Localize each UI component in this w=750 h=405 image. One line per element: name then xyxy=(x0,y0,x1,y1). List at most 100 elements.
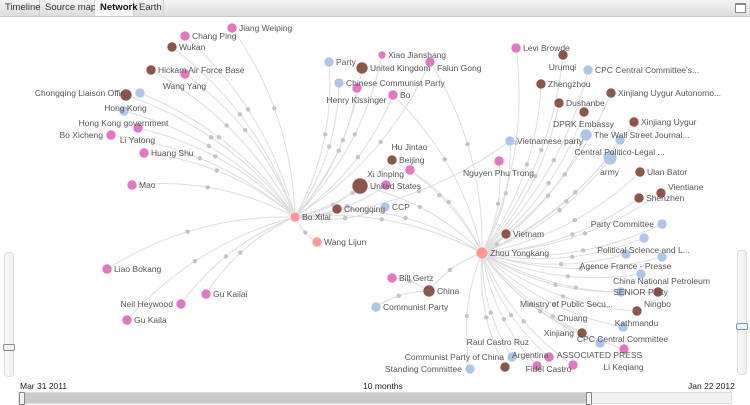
person-node-dot[interactable] xyxy=(618,343,630,355)
person-node-dot[interactable] xyxy=(510,42,522,54)
zoom-slider-thumb[interactable] xyxy=(3,344,15,351)
person-node-dot[interactable] xyxy=(101,263,113,275)
timeline-start-handle[interactable] xyxy=(19,392,25,405)
person-node-dot[interactable] xyxy=(424,56,436,68)
person-node-dot[interactable] xyxy=(543,351,555,363)
person-node-dot[interactable] xyxy=(179,68,191,80)
person-node-dot[interactable] xyxy=(175,298,187,310)
place-node-dot[interactable] xyxy=(553,97,565,109)
vertical-scroll-thumb[interactable] xyxy=(736,323,748,330)
place-node-dot[interactable] xyxy=(355,61,369,75)
place-node-dot[interactable] xyxy=(386,154,398,166)
place-node-dot[interactable] xyxy=(633,192,645,204)
person-node-dot[interactable] xyxy=(132,122,144,134)
organization-node-dot[interactable] xyxy=(594,337,606,349)
place-node-dot[interactable] xyxy=(631,305,643,317)
place-node-dot[interactable] xyxy=(576,327,588,339)
organization-node-dot[interactable] xyxy=(504,135,516,147)
person-node-dot[interactable] xyxy=(121,314,133,326)
place-node-dot[interactable] xyxy=(145,64,157,76)
timeline-end-handle[interactable] xyxy=(585,392,592,405)
place-node-dot[interactable] xyxy=(557,49,569,61)
tab-network[interactable]: Network xyxy=(95,0,137,16)
network-edge xyxy=(481,252,538,367)
organization-node-dot[interactable] xyxy=(134,87,146,99)
edge-junction-dot xyxy=(558,262,564,267)
organization-node-dot[interactable] xyxy=(620,248,632,260)
node-label: Chongqing xyxy=(344,204,385,214)
focus_person-node-dot[interactable] xyxy=(475,246,489,260)
person-node-dot[interactable] xyxy=(377,50,387,60)
organization-node-dot[interactable] xyxy=(638,232,650,244)
focus_person-node-dot[interactable] xyxy=(311,236,323,248)
place-node-dot[interactable] xyxy=(578,106,590,118)
edge-junction-dot xyxy=(437,192,442,198)
maximize-icon[interactable] xyxy=(735,3,746,13)
edge-junction-dot xyxy=(495,201,501,206)
network-edge xyxy=(481,83,542,254)
place-node-dot[interactable] xyxy=(634,166,646,178)
place-node-dot[interactable] xyxy=(655,187,667,199)
organization-node-dot[interactable] xyxy=(323,56,335,68)
person-node-dot[interactable] xyxy=(138,147,150,159)
edge-junction-dot xyxy=(447,267,453,273)
node-label: Falun Gong xyxy=(437,63,482,73)
person-node-dot[interactable] xyxy=(380,179,392,191)
vertical-scroll-slider[interactable] xyxy=(736,250,748,375)
node-label: China xyxy=(437,286,459,296)
organization-node-dot[interactable] xyxy=(333,77,345,89)
organization-node-dot[interactable] xyxy=(370,301,382,313)
person-node-dot[interactable] xyxy=(226,22,238,34)
person-node-dot[interactable] xyxy=(404,164,416,176)
edge-junction-dot xyxy=(192,258,198,264)
person-node-dot[interactable] xyxy=(531,360,543,372)
place-node-dot[interactable] xyxy=(351,177,369,195)
person-node-dot[interactable] xyxy=(567,359,579,371)
network-edge xyxy=(294,82,340,218)
edge-junction-dot xyxy=(572,217,578,223)
place-node-dot[interactable] xyxy=(119,88,133,102)
person-node-dot[interactable] xyxy=(387,89,399,101)
node-label: Beijing xyxy=(399,155,425,165)
organization-node-dot[interactable] xyxy=(635,268,647,280)
place-node-dot[interactable] xyxy=(422,284,436,298)
organization-node-dot[interactable] xyxy=(506,351,518,363)
organization-node-dot[interactable] xyxy=(379,201,391,213)
organization-node-dot[interactable] xyxy=(617,321,629,333)
tab-earth[interactable]: Earth xyxy=(134,0,164,16)
person-node-dot[interactable] xyxy=(493,155,505,167)
place-node-dot[interactable] xyxy=(628,116,640,128)
organization-node-dot[interactable] xyxy=(582,64,594,76)
organization-node-dot[interactable] xyxy=(614,134,626,146)
person-node-dot[interactable] xyxy=(351,82,363,94)
person-node-dot[interactable] xyxy=(126,179,138,191)
place-node-dot[interactable] xyxy=(535,78,547,90)
network-edge xyxy=(481,54,564,254)
tab-timeline[interactable]: Timeline xyxy=(0,0,41,16)
organization-node-dot[interactable] xyxy=(464,363,476,375)
organization-node-dot[interactable] xyxy=(118,105,130,117)
place-node-dot[interactable] xyxy=(500,228,512,240)
organization-node-dot[interactable] xyxy=(615,286,627,298)
node-label: Bill Gertz xyxy=(399,273,433,283)
tab-source-maps[interactable]: Source maps xyxy=(40,0,101,16)
organization-node-dot[interactable] xyxy=(656,218,668,230)
place-node-dot[interactable] xyxy=(331,203,343,215)
person-node-dot[interactable] xyxy=(105,129,117,141)
person-node-dot[interactable] xyxy=(386,272,398,284)
zoom-slider[interactable] xyxy=(3,252,15,377)
person-node-dot[interactable] xyxy=(179,30,191,42)
organization-node-dot[interactable] xyxy=(602,150,618,166)
edge-junction-dot xyxy=(503,191,508,196)
person-node-dot[interactable] xyxy=(200,288,212,300)
focus_person-node-dot[interactable] xyxy=(289,211,301,223)
place-node-dot[interactable] xyxy=(499,361,511,373)
node-label: Wang Yang xyxy=(163,81,207,91)
timeline-range-slider[interactable] xyxy=(18,392,732,405)
place-node-dot[interactable] xyxy=(652,286,664,298)
organization-node-dot[interactable] xyxy=(656,251,668,263)
organization-node-dot[interactable] xyxy=(579,128,593,142)
place-node-dot[interactable] xyxy=(605,87,617,99)
place-node-dot[interactable] xyxy=(166,41,178,53)
